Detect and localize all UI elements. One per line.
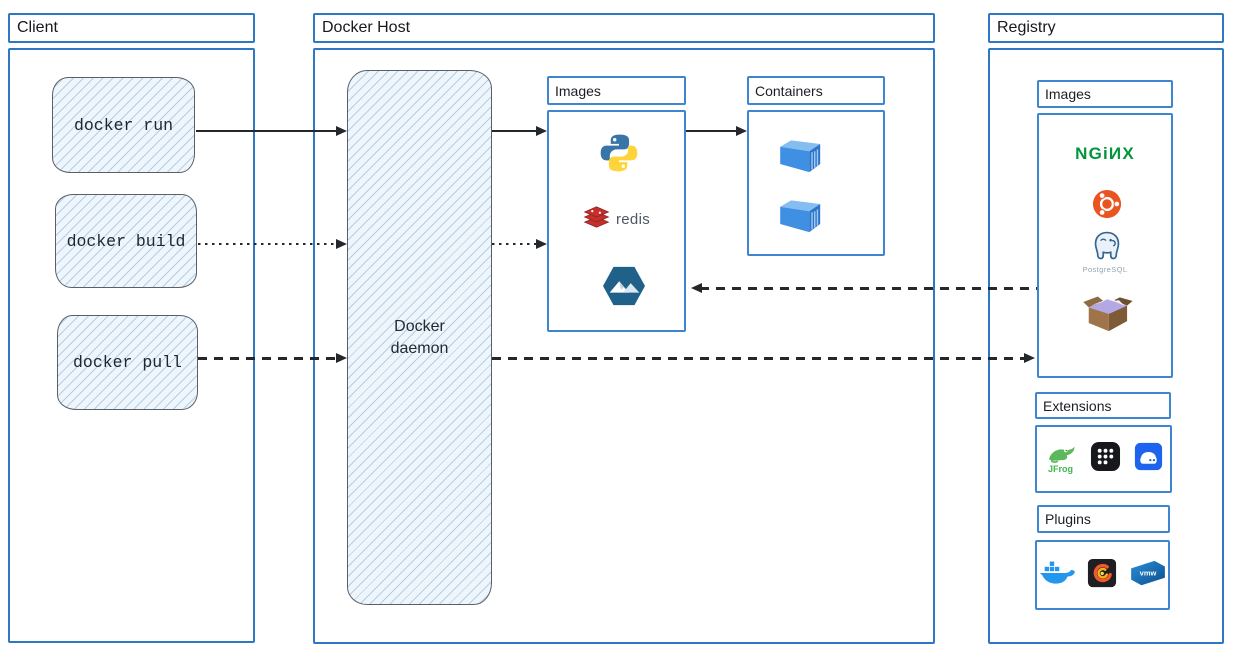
arrow-registry-to-host-images [691, 282, 1037, 294]
grafana-icon [1087, 558, 1117, 593]
alpine-icon [601, 265, 647, 307]
client-section-title: Client [8, 13, 255, 43]
ubuntu-icon [1092, 189, 1122, 219]
registry-images-box: NGiИX PostgreSQL [1037, 113, 1173, 378]
arrow-daemon-to-registry [492, 352, 1035, 364]
host-images-title-label: Images [555, 82, 601, 99]
docker-whale-icon [1038, 558, 1076, 592]
registry-extensions-title: Extensions [1035, 392, 1171, 419]
containers-box [747, 110, 885, 256]
docker-run-label: docker run [73, 115, 174, 135]
client-title-label: Client [17, 19, 58, 36]
redis-icon [583, 205, 610, 234]
busybox-icon [1079, 291, 1135, 333]
docker-build-box: docker build [55, 194, 197, 288]
disk-extension-icon [1134, 442, 1163, 476]
container-icon [773, 194, 831, 234]
registry-title-label: Registry [997, 19, 1056, 36]
host-images-box: redis [547, 110, 686, 332]
docker-host-title-label: Docker Host [322, 19, 411, 36]
docker-daemon-label: Docker daemon [390, 317, 449, 357]
registry-plugins-box: vmw [1035, 540, 1170, 610]
postgresql-icon [1088, 230, 1126, 264]
arrow-build-to-daemon [198, 238, 347, 250]
registry-extensions-box: JFrog [1035, 425, 1172, 493]
redis-item: redis [549, 205, 684, 234]
app-grid-icon [1090, 441, 1121, 477]
vmware-icon: vmw [1128, 558, 1168, 593]
arrow-run-to-daemon [196, 125, 347, 137]
registry-plugins-title: Plugins [1037, 505, 1170, 533]
containers-title: Containers [747, 76, 885, 105]
docker-run-box: docker run [52, 77, 195, 173]
docker-build-label: docker build [66, 231, 186, 251]
container-icon [773, 134, 831, 174]
host-images-title: Images [547, 76, 686, 105]
jfrog-label: JFrog [1047, 464, 1073, 474]
registry-plugins-title-label: Plugins [1045, 511, 1091, 527]
arrow-images-to-containers [686, 125, 747, 137]
docker-pull-label: docker pull [73, 353, 182, 372]
containers-title-label: Containers [755, 82, 823, 99]
arrow-daemon-to-images [492, 125, 547, 137]
nginx-label: NGiИX [1075, 144, 1135, 163]
nginx-logo: NGiИX [1039, 143, 1171, 165]
arrow-pull-to-daemon [198, 352, 347, 364]
python-icon [597, 131, 641, 175]
registry-section-title: Registry [988, 13, 1224, 43]
postgresql-label-row: PostgreSQL [1039, 264, 1171, 274]
docker-daemon-box: Docker daemon [347, 70, 492, 605]
arrow-daemon-to-images-build [492, 238, 547, 250]
registry-images-title-label: Images [1045, 86, 1091, 102]
jfrog-icon: JFrog [1045, 444, 1077, 474]
docker-host-section-title: Docker Host [313, 13, 935, 43]
vmware-label-glyph: vmw [1139, 568, 1156, 577]
redis-label: redis [615, 210, 650, 228]
docker-pull-box: docker pull [57, 315, 198, 410]
registry-extensions-title-label: Extensions [1043, 397, 1112, 414]
registry-images-title: Images [1037, 80, 1173, 108]
postgresql-label: PostgreSQL [1082, 264, 1128, 274]
